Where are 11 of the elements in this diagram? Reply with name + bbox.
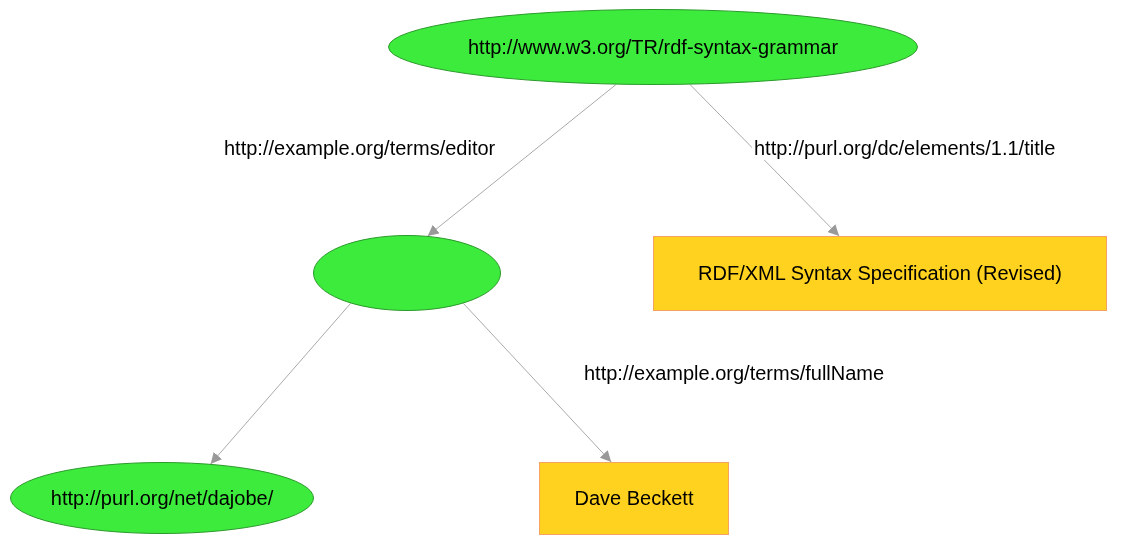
arrow bbox=[462, 302, 612, 463]
node-label: http://www.w3.org/TR/rdf-syntax-grammar bbox=[467, 35, 839, 59]
arrow bbox=[427, 84, 617, 237]
edge-label: http://example.org/terms/fullName bbox=[582, 362, 887, 385]
node-label: Dave Beckett bbox=[574, 487, 694, 510]
node-label: RDF/XML Syntax Specification (Revised) bbox=[698, 262, 1062, 285]
arrow bbox=[689, 84, 840, 237]
edge-label: http://example.org/terms/editor bbox=[222, 137, 498, 160]
edge-label: http://purl.org/dc/elements/1.1/title bbox=[752, 137, 1058, 160]
node-label: http://purl.org/net/dajobe/ bbox=[50, 486, 274, 510]
arrow bbox=[210, 302, 352, 465]
